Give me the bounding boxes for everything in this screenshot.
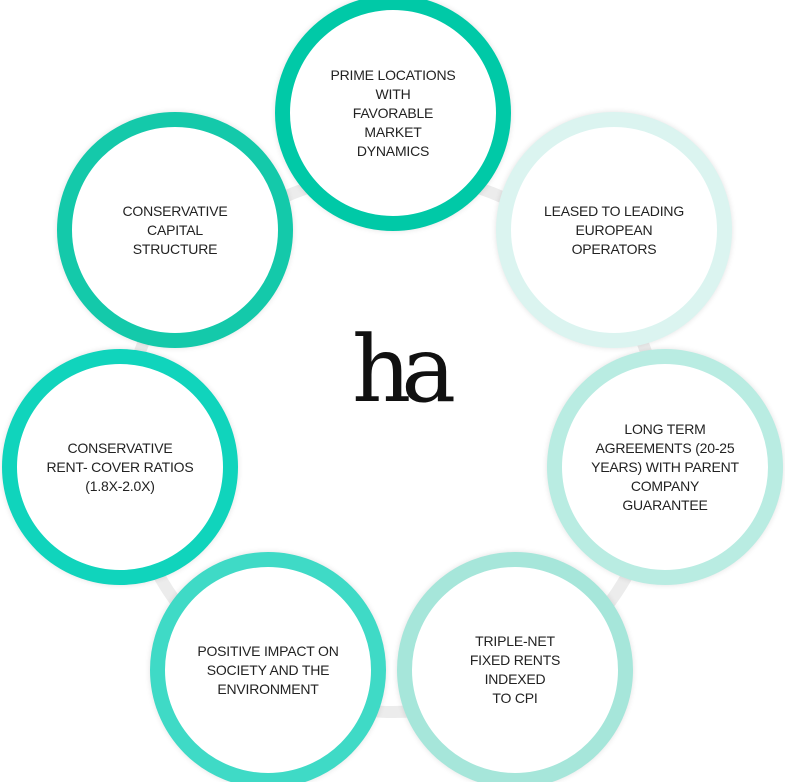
node-prime-locations: PRIME LOCATIONS WITH FAVORABLE MARKET DY… (275, 0, 511, 231)
node-long-term: LONG TERM AGREEMENTS (20-25 YEARS) WITH … (547, 349, 783, 585)
node-label: CONSERVATIVE RENT- COVER RATIOS (1.8X-2.… (46, 439, 194, 494)
node-label: TRIPLE-NET FIXED RENTS INDEXED TO CPI (469, 633, 561, 706)
node-rent-cover: CONSERVATIVE RENT- COVER RATIOS (1.8X-2.… (2, 349, 238, 585)
node-label: LONG TERM AGREEMENTS (20-25 YEARS) WITH … (591, 420, 739, 513)
node-positive-impact: POSITIVE IMPACT ON SOCIETY AND THE ENVIR… (150, 552, 386, 782)
node-label: POSITIVE IMPACT ON SOCIETY AND THE ENVIR… (197, 642, 339, 697)
node-triple-net: TRIPLE-NET FIXED RENTS INDEXED TO CPI (397, 552, 633, 782)
node-label: LEASED TO LEADING EUROPEAN OPERATORS (543, 202, 685, 257)
node-label: PRIME LOCATIONS WITH FAVORABLE MARKET DY… (330, 66, 456, 159)
logo: ha (352, 316, 456, 423)
node-label: CONSERVATIVE CAPITAL STRUCTURE (122, 202, 228, 257)
node-leased-operators: LEASED TO LEADING EUROPEAN OPERATORS (496, 112, 732, 348)
node-capital-structure: CONSERVATIVE CAPITAL STRUCTURE (57, 112, 293, 348)
